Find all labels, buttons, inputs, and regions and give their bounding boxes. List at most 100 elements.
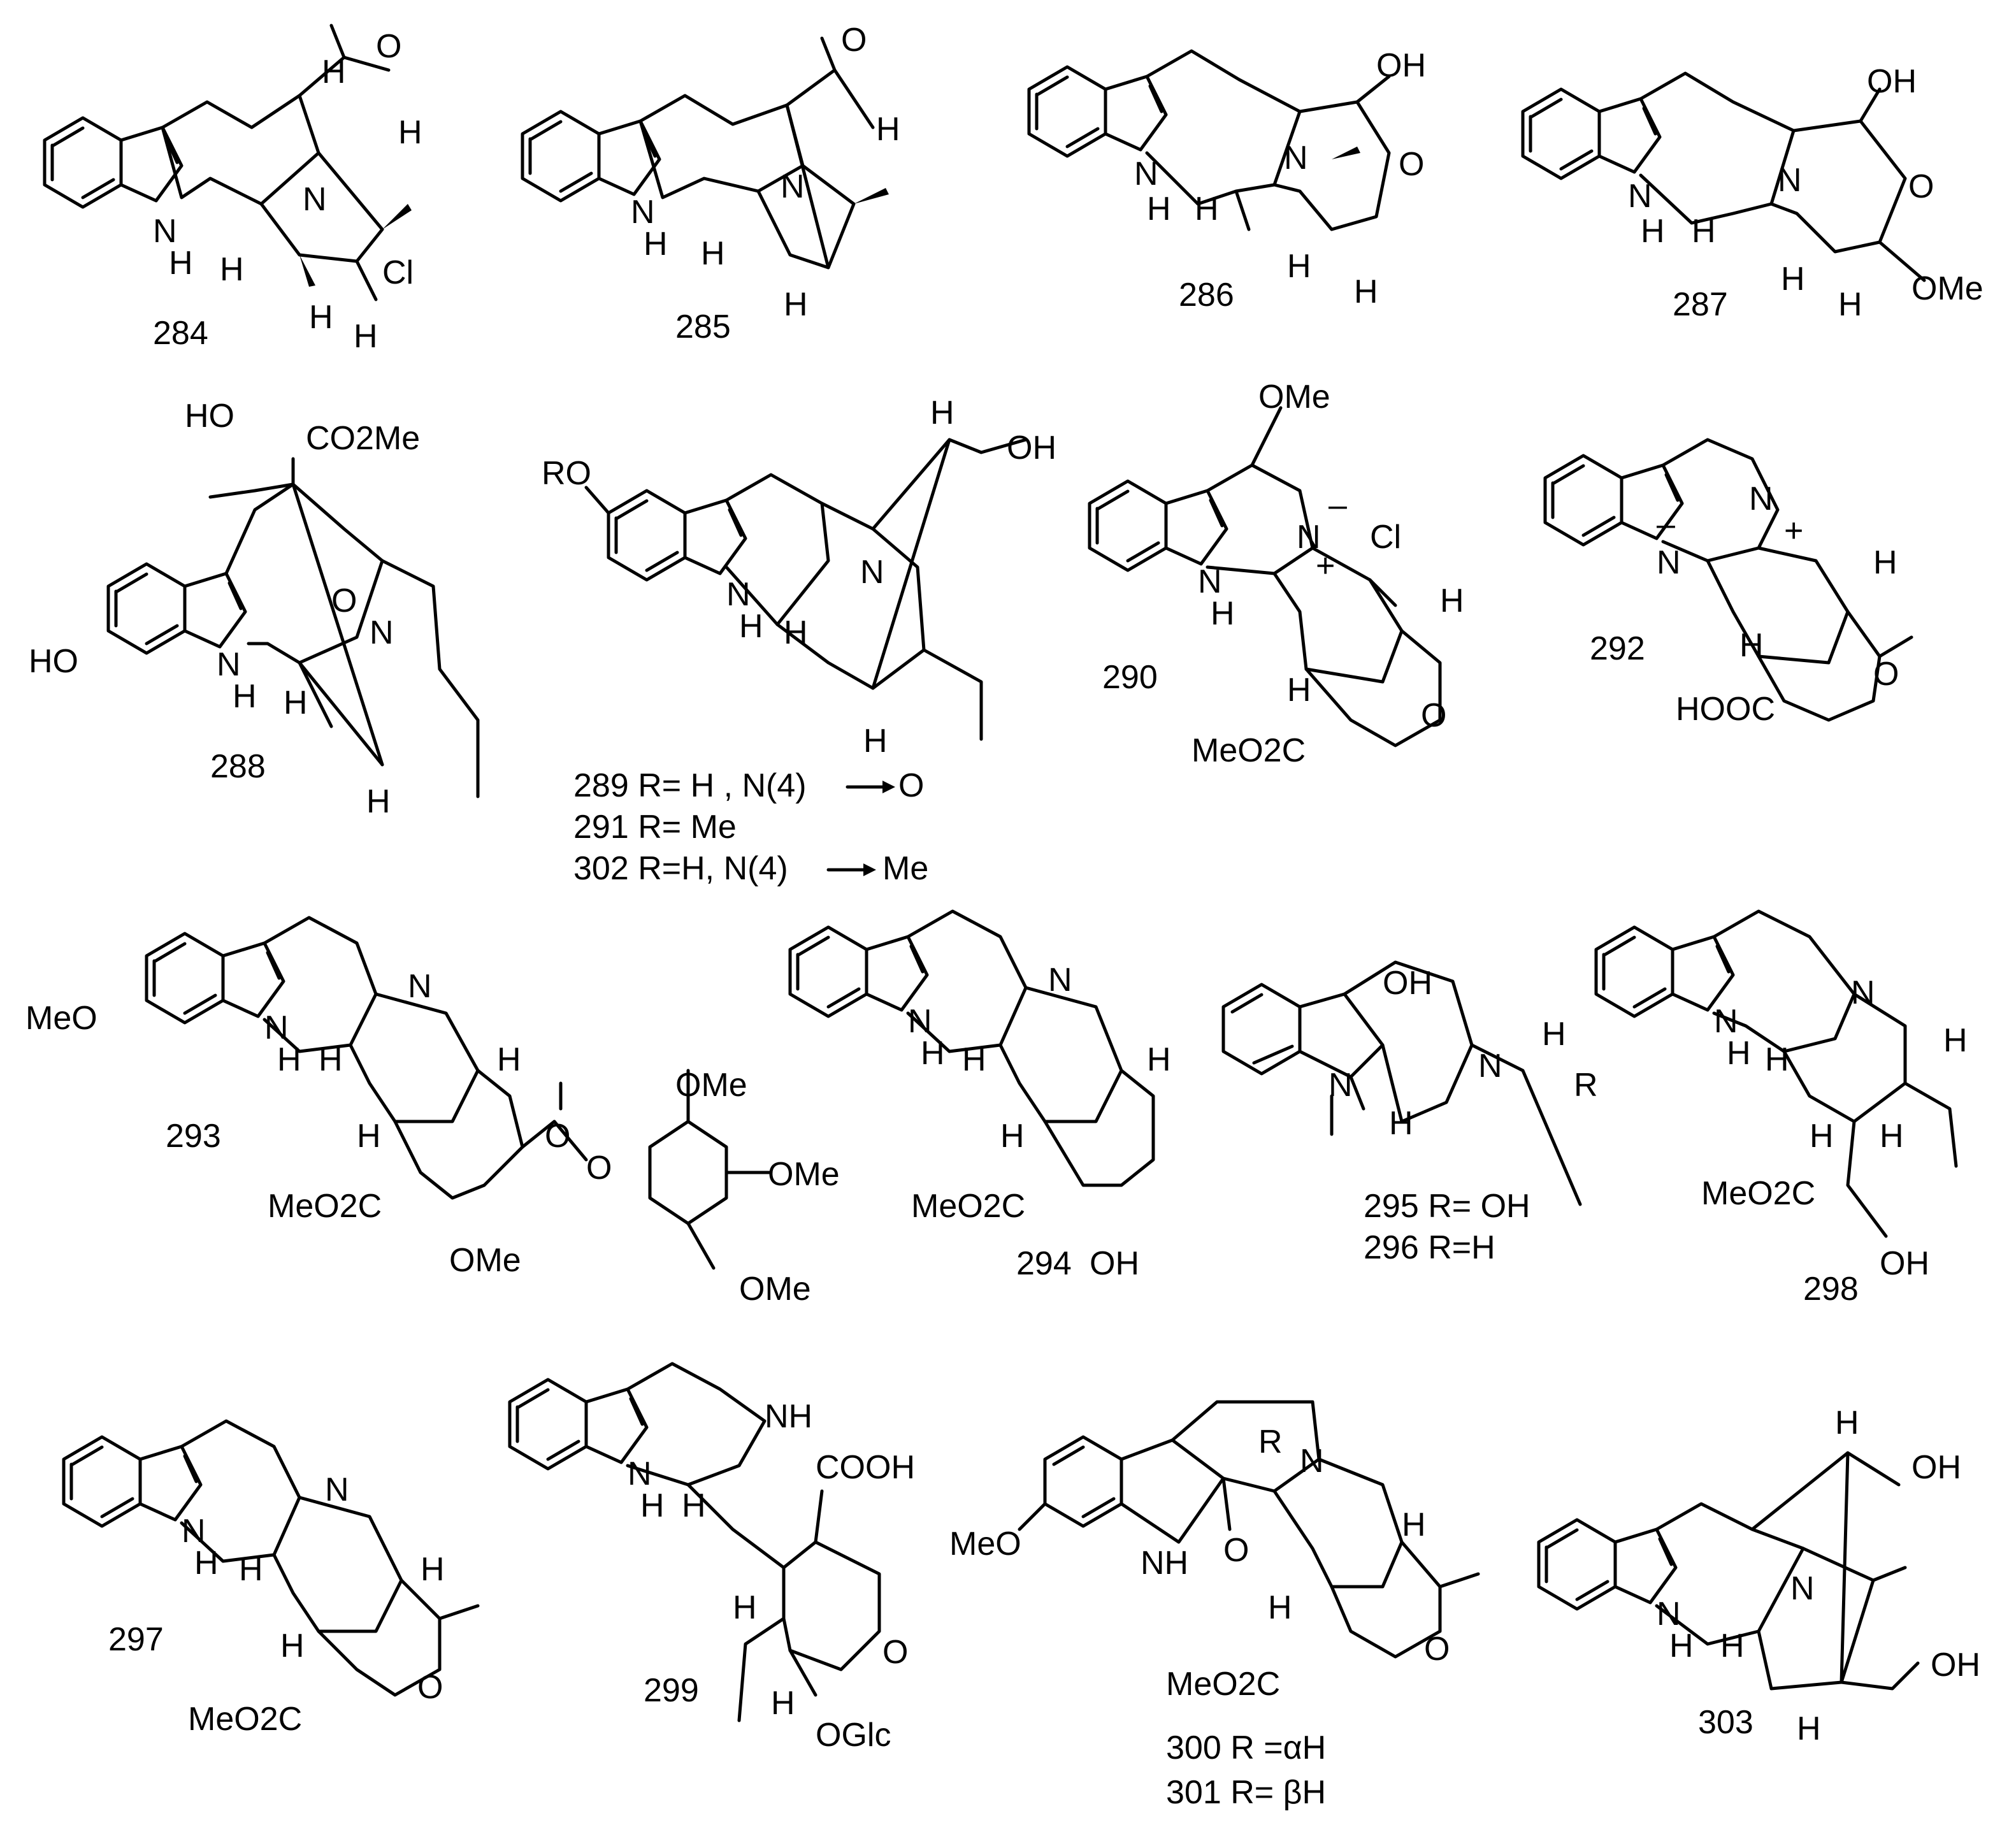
compound-number-290: 290 xyxy=(1102,659,1158,696)
h-label-290: H xyxy=(1211,595,1235,632)
h-label-299b2: H xyxy=(682,1487,706,1524)
r-label-300: R xyxy=(1258,1424,1283,1461)
h-label-286: H xyxy=(1147,191,1171,227)
compound-number-297: 297 xyxy=(108,1621,164,1658)
o-label-300: O xyxy=(1223,1532,1249,1569)
n-label-292: N xyxy=(1749,480,1773,517)
h-label-289d: H xyxy=(863,723,888,760)
h-label-293: H xyxy=(277,1041,301,1078)
h-label-289c: H xyxy=(784,614,808,651)
structure-299: N H NH H COOH H O H OGlc 299 xyxy=(510,1362,915,1754)
h-label-284e: H xyxy=(309,299,333,336)
h-label-294c: H xyxy=(1147,1041,1171,1078)
n-label-298: N xyxy=(1851,974,1875,1011)
h-label-287: H xyxy=(1641,213,1665,250)
oh-label-303: OH xyxy=(1912,1449,1961,1486)
o-label-285: O xyxy=(841,22,867,59)
oh-label-298: OH xyxy=(1880,1245,1929,1282)
nh-label-298: N xyxy=(1714,1003,1738,1040)
h-label-287d: H xyxy=(1838,286,1862,323)
h-label-298: H xyxy=(1727,1035,1751,1072)
h-label-298c: H xyxy=(1943,1022,1968,1059)
n-anion-label-292: N xyxy=(1657,544,1681,581)
structure-298: N H N H H H H MeO2C OH 298 xyxy=(1596,909,1968,1308)
h-label-299d: H xyxy=(771,1685,795,1722)
compound-number-287: 287 xyxy=(1673,286,1728,323)
structure-284: N H N H O H Cl H H H 284 xyxy=(45,24,422,355)
caption-302: 302 R=H, N(4) xyxy=(573,850,788,887)
h-label-293d: H xyxy=(357,1118,381,1155)
h-label-299: H xyxy=(640,1487,665,1524)
h-label-295: H xyxy=(1542,1016,1566,1053)
h-label-300b: H xyxy=(1268,1589,1292,1626)
o-label-286: O xyxy=(1399,146,1424,183)
structure-290: OMe – N Cl + N H H H O MeO2C 290 xyxy=(1090,379,1464,769)
meo-label-293: MeO xyxy=(25,1000,97,1037)
r-label-295: R xyxy=(1574,1067,1598,1104)
compound-number-286: 286 xyxy=(1179,277,1234,314)
ome-label-293c: OMe xyxy=(768,1156,840,1193)
h-label-297d: H xyxy=(280,1627,305,1664)
h-label-293b: H xyxy=(319,1041,343,1078)
n-label-284: N xyxy=(303,181,327,218)
compound-number-285: 285 xyxy=(675,308,731,345)
plus-label-292: + xyxy=(1784,512,1803,549)
minus-label-290: – xyxy=(1328,487,1347,524)
oh-label-289: OH xyxy=(1007,429,1056,466)
caption-302-tail: Me xyxy=(882,850,928,887)
meo2c-label-298: MeO2C xyxy=(1701,1175,1815,1212)
h-label-303b: H xyxy=(1835,1404,1859,1441)
nh-label-290: N xyxy=(1198,563,1222,600)
n-label-295b: N xyxy=(1478,1048,1502,1085)
n-label-293: N xyxy=(408,968,432,1005)
caption-296: 296 R=H xyxy=(1364,1229,1495,1266)
h-label-284d: H xyxy=(220,251,244,288)
h-label-292: H xyxy=(1873,544,1897,581)
structure-293: MeO N H N H H H MeO2C OMe O O OMe OMe OM… xyxy=(25,916,840,1308)
nh-label-284: N xyxy=(153,213,177,250)
ome-label-290: OMe xyxy=(1258,379,1330,415)
nh-label-293: N xyxy=(264,1009,289,1046)
h-label-297c: H xyxy=(421,1551,445,1588)
ro-label-289: RO xyxy=(542,455,591,492)
structure-285: N H N O H H H 285 xyxy=(522,22,900,345)
h-label-285d: H xyxy=(784,286,808,323)
h-label-295b: H xyxy=(1389,1105,1413,1142)
caption-295: 295 R= OH xyxy=(1364,1188,1530,1225)
compound-number-298: 298 xyxy=(1803,1271,1859,1308)
o-label-290: O xyxy=(1421,697,1446,734)
nh-label-285: N xyxy=(631,194,655,231)
h-label-298d: H xyxy=(1810,1118,1834,1155)
h-label-284c: H xyxy=(398,114,422,151)
structure-288: HO CO2Me HO N H O N H H 288 xyxy=(29,398,480,820)
oh-label-294: OH xyxy=(1090,1245,1139,1282)
h-label-290c: H xyxy=(1287,672,1311,709)
n-label-297: N xyxy=(325,1471,349,1508)
meo2c-label-300: MeO2C xyxy=(1166,1666,1280,1703)
oh-label-287: OH xyxy=(1867,63,1917,100)
n-label-287: N xyxy=(1778,162,1802,199)
ho-label-288b: HO xyxy=(29,643,78,680)
n-label-294: N xyxy=(1048,962,1072,999)
caption-301: 301 R= βH xyxy=(1166,1774,1326,1811)
h-label-303d: H xyxy=(1797,1710,1821,1747)
compound-number-288: 288 xyxy=(210,748,266,785)
compound-number-293: 293 xyxy=(166,1118,221,1155)
o-label-299: O xyxy=(882,1634,908,1671)
h-label-300: H xyxy=(1402,1506,1426,1543)
oh-label-286: OH xyxy=(1376,47,1426,84)
compound-number-299: 299 xyxy=(644,1672,699,1709)
h-label-289: H xyxy=(930,394,954,431)
nh-label-288: N xyxy=(217,646,241,683)
structure-303: N H N H OH H OH H 303 xyxy=(1539,1404,1980,1747)
h-label-293c: H xyxy=(497,1041,521,1078)
cl-label-284: Cl xyxy=(382,254,414,291)
h-label-299c: H xyxy=(733,1589,757,1626)
h-label-288c: H xyxy=(366,783,391,820)
h-label-297b: H xyxy=(239,1551,263,1588)
h-label-294d: H xyxy=(1000,1118,1025,1155)
oh-label-303b: OH xyxy=(1931,1647,1980,1684)
h-label-292b: H xyxy=(1739,627,1764,664)
h-label-303c: H xyxy=(1720,1627,1745,1664)
